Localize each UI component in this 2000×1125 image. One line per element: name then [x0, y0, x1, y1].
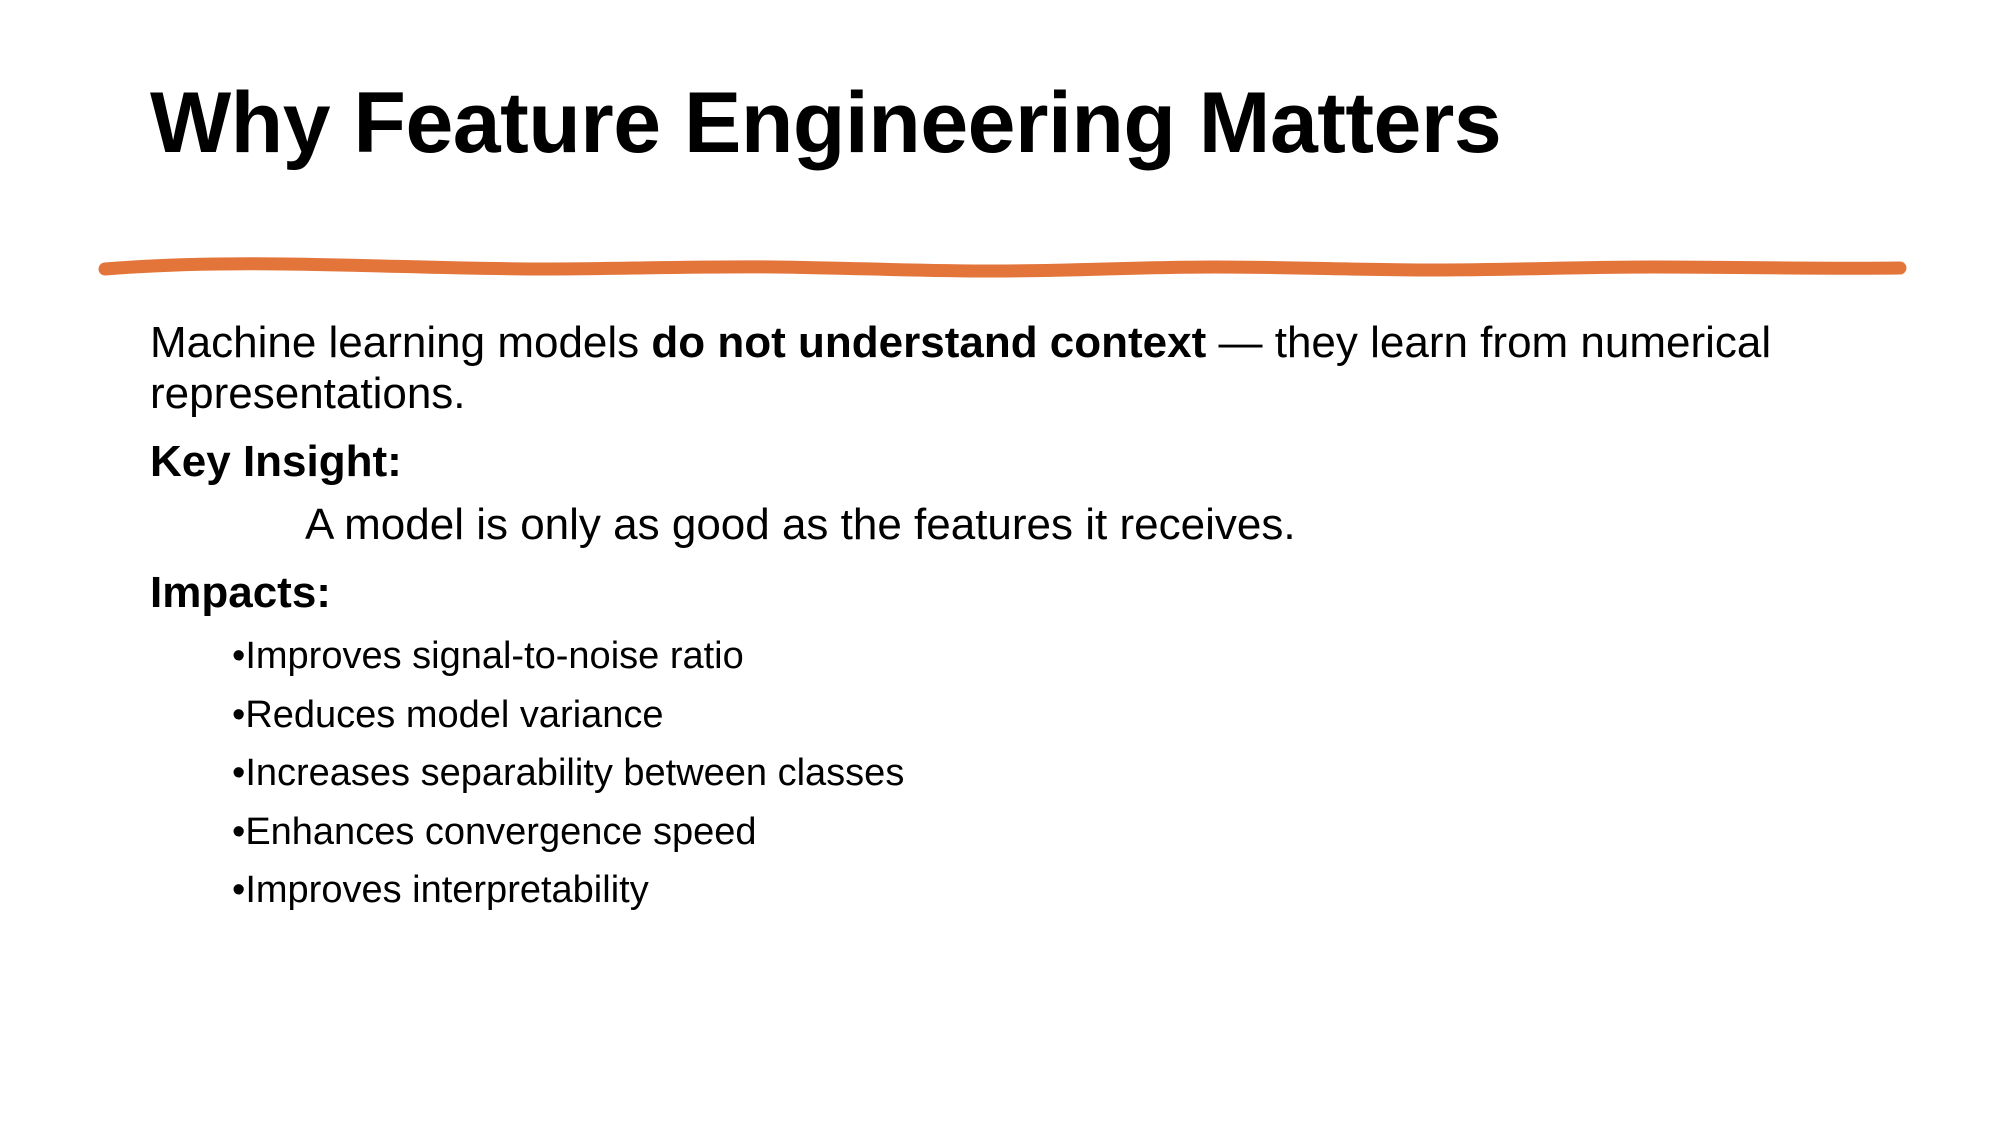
key-insight-statement: A model is only as good as the features …: [305, 499, 1296, 549]
intro-lead: Machine learning models: [150, 318, 652, 367]
list-item-label: Increases separability between classes: [245, 752, 905, 795]
intro-paragraph: Machine learning models do not understan…: [150, 318, 1870, 419]
list-item: •Improves interpretability: [232, 869, 1890, 912]
intro-tail: — they learn from numerical representati…: [150, 318, 1772, 418]
list-item-label: Reduces model variance: [245, 693, 664, 736]
bullet-glyph-icon: •: [232, 752, 246, 795]
list-item-label: Improves interpretability: [245, 869, 649, 912]
list-item-label: Improves signal-to-noise ratio: [245, 634, 744, 677]
key-insight-heading: Key Insight:: [150, 437, 402, 487]
impacts-list: •Improves signal-to-noise ratio •Reduces…: [150, 635, 1890, 912]
page-title: Why Feature Engineering Matters: [150, 75, 1502, 171]
list-item-label: Enhances convergence speed: [245, 810, 757, 853]
impacts-heading: Impacts:: [150, 568, 331, 618]
title-block: Why Feature Engineering Matters: [150, 80, 1910, 166]
bullet-glyph-icon: •: [232, 869, 246, 912]
bullet-glyph-icon: •: [232, 634, 246, 677]
bullet-glyph-icon: •: [232, 693, 246, 736]
orange-wavy-rule-icon: [98, 257, 1907, 278]
bullet-glyph-icon: •: [232, 810, 246, 853]
list-item: •Increases separability between classes: [232, 752, 1890, 795]
list-item: •Improves signal-to-noise ratio: [232, 635, 1890, 678]
body-content: Machine learning models do not understan…: [150, 318, 1890, 928]
intro-emphasis: do not understand context: [651, 318, 1207, 367]
divider: [95, 248, 1910, 290]
list-item: •Reduces model variance: [232, 694, 1890, 737]
list-item: •Enhances convergence speed: [232, 811, 1890, 854]
